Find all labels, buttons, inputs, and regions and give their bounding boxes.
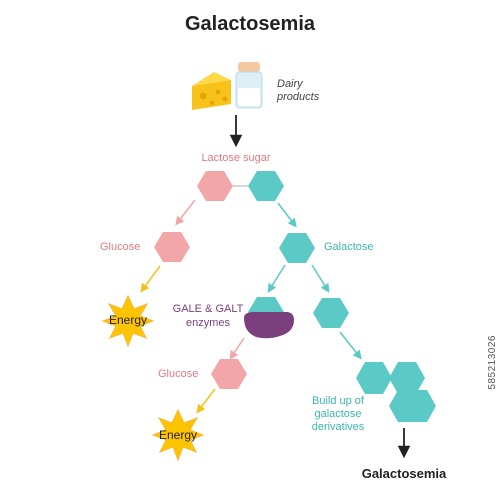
galactose-label: Galactose <box>324 241 374 253</box>
arrow-glucose-to-energy-bottom <box>196 388 216 414</box>
outcome-label: Galactosemia <box>362 466 447 481</box>
arrow-to-glucose-top <box>175 199 196 226</box>
arrow-to-galactose <box>277 202 297 228</box>
energy-top-label: Energy <box>109 313 147 327</box>
lactose-label: Lactose sugar <box>201 152 270 164</box>
galactose-buildup-cluster <box>356 362 436 422</box>
energy-burst-icon-bottom <box>151 408 205 462</box>
glucose-top-label: Glucose <box>100 241 140 253</box>
milk-bottle-icon <box>235 62 263 109</box>
lactose-glucose-hexagon <box>197 171 233 201</box>
glucose-bottom-label: Glucose <box>158 368 198 380</box>
enzyme-blob <box>244 312 294 339</box>
dairy-label-line1: Dairy <box>277 78 304 90</box>
cheese-icon <box>192 72 231 110</box>
buildup-label-line2: galactose <box>314 408 361 420</box>
buildup-label-line1: Build up of <box>312 395 365 407</box>
galactose-accumulate-hexagon <box>313 298 349 328</box>
diagram-title: Galactosemia <box>185 13 316 35</box>
enzyme-label-line2: enzymes <box>186 317 231 329</box>
enzyme-label-line1: GALE & GALT <box>173 303 244 315</box>
dairy-label-line2: products <box>276 91 320 103</box>
galactose-hexagon <box>279 233 315 263</box>
arrow-to-buildup <box>339 331 362 360</box>
arrow-galactose-to-enzyme <box>267 264 286 293</box>
arrow-glucose-to-energy-top <box>140 265 161 293</box>
arrow-enzyme-to-glucose <box>229 337 245 360</box>
arrow-galactose-to-accumulate <box>311 264 330 293</box>
watermark-id: 585213026 <box>487 335 498 390</box>
energy-burst-icon-top <box>101 294 155 348</box>
buildup-label-line3: derivatives <box>312 421 365 433</box>
lactose-galactose-hexagon <box>248 171 284 201</box>
watermark-strip: 585213026 <box>482 0 500 500</box>
glucose-bottom-hexagon <box>211 359 247 389</box>
energy-bottom-label: Energy <box>159 428 197 442</box>
glucose-top-hexagon <box>154 232 190 262</box>
